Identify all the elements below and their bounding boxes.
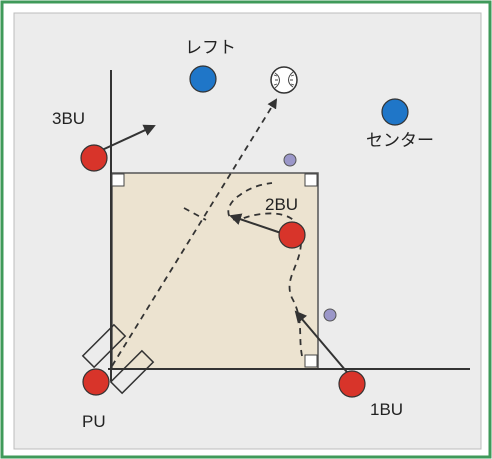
runner-first-label: 1BU — [370, 400, 403, 419]
runner-second-arrow — [229, 213, 285, 235]
runner-second-label: 2BU — [265, 195, 298, 214]
runner-path-dashed — [227, 182, 303, 357]
runner-third-arrow — [101, 124, 156, 151]
ball-trajectory-dashed-arrow — [111, 98, 278, 367]
third-base — [111, 173, 125, 187]
infield-square — [111, 172, 319, 370]
pitcher-runner-marker — [82, 368, 110, 396]
batter-box-right — [109, 349, 155, 395]
dashed-tick — [183, 207, 207, 221]
small-marker — [283, 153, 297, 167]
runner-second-marker — [278, 221, 306, 249]
left-fielder-label: レフト — [185, 38, 236, 57]
pitcher-runner-label: PU — [82, 412, 106, 431]
center-fielder-marker — [381, 98, 409, 126]
small-marker — [323, 308, 337, 322]
runner-third-marker — [80, 144, 108, 172]
center-fielder-label: センター — [366, 131, 434, 150]
runner-third-label: 3BU — [52, 109, 85, 128]
second-base — [304, 173, 318, 187]
batter-box-left — [81, 323, 127, 369]
runner-first-arrow — [294, 310, 353, 379]
first-base — [304, 354, 318, 368]
left-fielder-marker — [189, 65, 217, 93]
runner-first-marker — [338, 370, 366, 398]
baseball-icon — [270, 66, 298, 94]
